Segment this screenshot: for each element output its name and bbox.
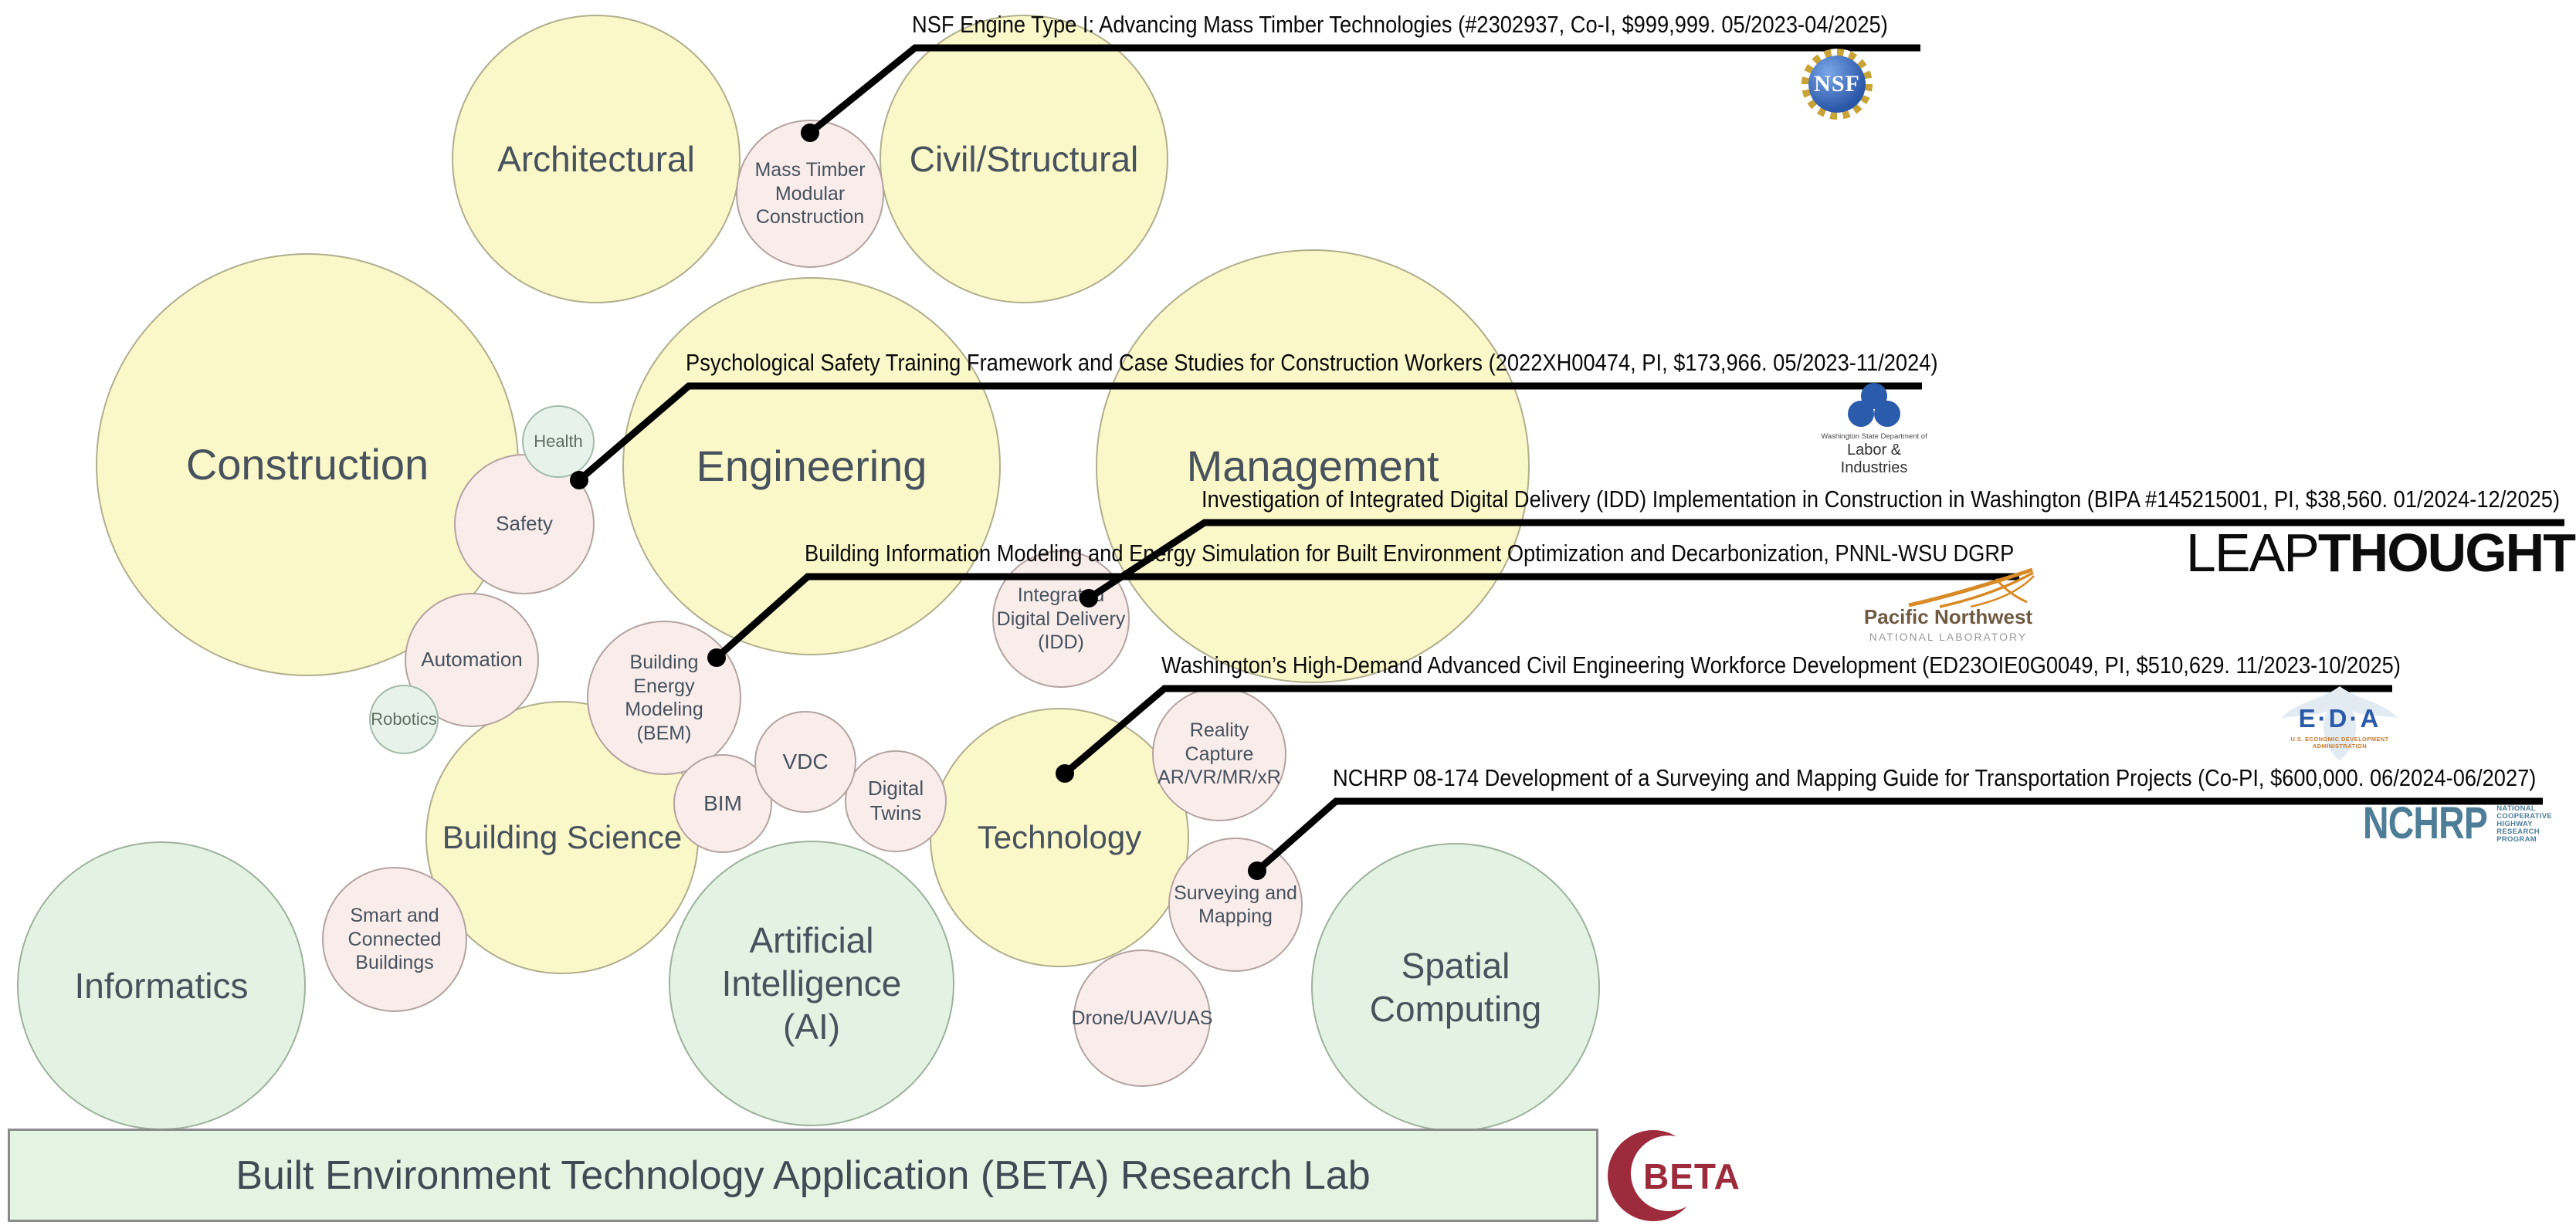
bubble-label-drone-uav-uas: Drone/UAV/UAS bbox=[1071, 1007, 1213, 1029]
annotation-idd-study: Investigation of Integrated Digital Deli… bbox=[1202, 486, 2561, 513]
leapthought-bold-text: THOUGHT bbox=[2317, 523, 2576, 583]
bubble-informatics: Informatics bbox=[17, 841, 306, 1130]
bubble-label-robotics: Robotics bbox=[371, 709, 437, 729]
bubble-drone-uav-uas: Drone/UAV/UAS bbox=[1071, 949, 1213, 1087]
beta-lab-logo: BETA bbox=[1608, 1130, 1793, 1223]
beta-logo-text: BETA bbox=[1643, 1156, 1740, 1196]
lni-trefoil-icon bbox=[1847, 383, 1901, 429]
bubble-label-architectural: Architectural bbox=[497, 138, 695, 179]
eda-eagle-icon bbox=[2280, 686, 2399, 761]
eda-sub-text: U.S. ECONOMIC DEVELOPMENT ADMINISTRATION bbox=[2290, 736, 2389, 750]
lni-name-text: Labor & Industries bbox=[1840, 442, 1908, 476]
bubble-construction: Construction bbox=[96, 253, 519, 676]
eda-logo: E·D·A U.S. ECONOMIC DEVELOPMENT ADMINIST… bbox=[2272, 679, 2408, 761]
bubble-architectural: Architectural bbox=[452, 15, 741, 303]
bubble-vdc: VDC bbox=[754, 711, 856, 813]
nsf-logo: NSF bbox=[1802, 49, 1873, 120]
lni-department-text: Washington State Department of bbox=[1821, 432, 1927, 441]
annotation-nchrp-guide: NCHRP 08-174 Development of a Surveying … bbox=[1333, 764, 2537, 791]
annotation-psych-safety: Psychological Safety Training Framework … bbox=[686, 349, 1938, 376]
nchrp-logo: NCHRP NATIONAL COOPERATIVE HIGHWAY RESEA… bbox=[2363, 798, 2552, 848]
nchrp-logo-text: NCHRP bbox=[2363, 798, 2488, 848]
pnnl-logo: Pacific Northwest NATIONAL LABORATORY bbox=[1863, 568, 2035, 643]
bubble-label-civil-structural: Civil/Structural bbox=[909, 138, 1139, 179]
bubble-robotics: Robotics bbox=[369, 685, 439, 754]
lab-title: Built Environment Technology Application… bbox=[236, 1152, 1371, 1198]
lab-title-bar: Built Environment Technology Application… bbox=[8, 1129, 1598, 1222]
pnnl-sub-text: NATIONAL LABORATORY bbox=[1869, 631, 2028, 643]
pnnl-swoosh-icon bbox=[1908, 568, 2035, 608]
bubble-label-informatics: Informatics bbox=[74, 965, 249, 1006]
nchrp-stack-text: NATIONAL COOPERATIVE HIGHWAY RESEARCH PR… bbox=[2496, 804, 2552, 844]
bubble-label-building-science: Building Science bbox=[442, 819, 683, 856]
annotation-eda-workforce: Washington’s High-Demand Advanced Civil … bbox=[1161, 652, 2401, 679]
leapthought-thin-text: LEAP bbox=[2185, 523, 2320, 583]
bubble-label-bim: BIM bbox=[703, 790, 742, 815]
nsf-globe-icon: NSF bbox=[1808, 56, 1866, 113]
bubble-label-safety: Safety bbox=[496, 512, 553, 536]
bubble-label-construction: Construction bbox=[185, 439, 429, 489]
beta-crescent-icon bbox=[1608, 1130, 1707, 1221]
bubble-label-technology: Technology bbox=[977, 819, 1142, 856]
annotation-bem-pnnl: Building Information Modeling and Energy… bbox=[805, 540, 2015, 567]
annotation-nsf-mass-timber: NSF Engine Type I: Advancing Mass Timber… bbox=[912, 11, 1888, 38]
leapthought-logo: LEAPTHOUGHT bbox=[2185, 522, 2576, 584]
nsf-logo-text: NSF bbox=[1814, 71, 1860, 96]
bubble-label-vdc: VDC bbox=[782, 749, 829, 773]
bubble-label-automation: Automation bbox=[421, 648, 523, 672]
eda-logo-text: E·D·A bbox=[2298, 704, 2381, 733]
labor-industries-logo: Washington State Department of Labor & I… bbox=[1816, 383, 1932, 477]
bubble-label-health: Health bbox=[534, 431, 583, 451]
pnnl-name-text: Pacific Northwest bbox=[1863, 605, 2033, 628]
